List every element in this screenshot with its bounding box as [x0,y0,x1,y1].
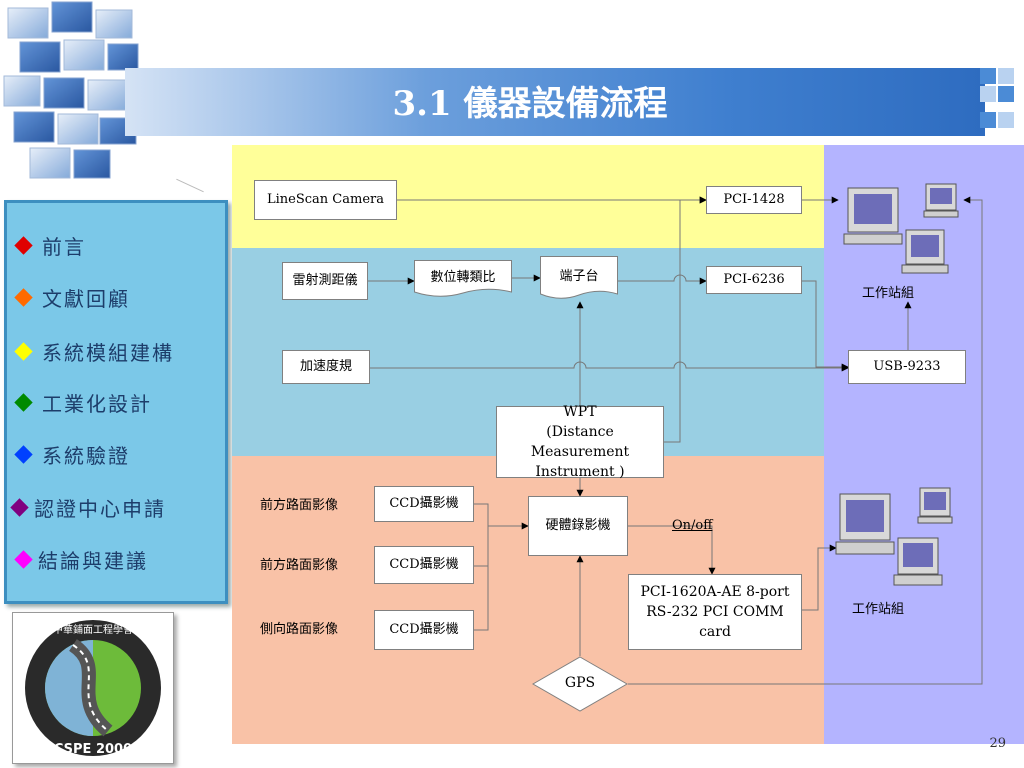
page-title: 3.1 儀器設備流程 [392,84,668,124]
workstation-group-bottom-icon [835,487,953,586]
svg-text:中華鋪面工程學會: 中華鋪面工程學會 [53,623,133,636]
sidebar-item-conclusion[interactable]: 結論與建議 [14,545,148,574]
sidebar-item-literature-review[interactable]: 文獻回顧 [14,283,130,312]
front-image-label-1: 前方路面影像 [260,498,339,513]
title-band [125,68,985,136]
workstation-group-top-icon [843,183,959,274]
workstation-group-label-top: 工作站組 [862,286,915,301]
page-number: 29 [989,736,1006,751]
hardware-recorder-box: 硬體錄影機 [528,496,628,556]
gps-label: GPS [564,675,596,691]
sidebar-item-label: 認證中心申請 [34,497,166,521]
sidebar-item-label: 文獻回顧 [42,287,130,311]
sidebar-item-system-module[interactable]: 系統模組建構 [14,337,174,366]
linescan-camera-box: LineScan Camera [254,180,397,220]
pci-6236-box: PCI-6236 [706,266,802,294]
sidebar-nav: 前言 文獻回顧 系統模組建構 工業化設計 系統驗證 認證中心申請 結論與建議 [4,200,228,604]
sidebar-item-label: 系統模組建構 [42,341,174,365]
sidebar-item-label: 前言 [42,235,86,259]
svg-text:CSPE 2000: CSPE 2000 [54,742,132,757]
sidebar-item-certification[interactable]: 認證中心申請 [10,493,166,522]
ccd-camera-box-1: CCD攝影機 [374,486,474,522]
dac-label: 數位轉類比 [430,270,496,285]
sidebar-item-system-verification[interactable]: 系統驗證 [14,440,130,469]
sidebar-item-introduction[interactable]: 前言 [14,231,86,260]
cspe-seal-icon: 中華鋪面工程學會 CSPE 2000 [25,620,161,757]
workstation-group-label-bottom: 工作站組 [852,602,905,617]
sidebar-item-industrial-design[interactable]: 工業化設計 [14,388,152,417]
ccd-camera-box-3: CCD攝影機 [374,610,474,650]
sidebar-item-label: 工業化設計 [42,392,152,416]
onoff-label: On/off [672,518,713,533]
society-logo: 中華鋪面工程學會 CSPE 2000 [12,612,174,764]
pci-1620-box: PCI-1620A-AE 8-port RS-232 PCI COMM card [628,574,802,650]
terminal-block-label: 端子台 [559,269,599,284]
ccd-camera-box-2: CCD攝影機 [374,546,474,584]
decorative-squares [980,68,1024,136]
pci-1428-box: PCI-1428 [706,186,802,214]
accelerometer-box: 加速度規 [282,350,370,384]
decorative-cubes [3,1,139,179]
usb-9233-box: USB-9233 [848,350,966,384]
wpt-box: WPT (Distance Measurement Instrument ) [496,404,664,480]
terminal-block-document-box: 端子台 [540,256,618,302]
gps-diamond: GPS [532,656,628,712]
front-image-label-2: 前方路面影像 [260,558,339,573]
sidebar-item-label: 結論與建議 [38,549,148,573]
dac-document-box: 數位轉類比 [414,260,512,300]
laser-rangefinder-box: 雷射測距儀 [282,262,368,300]
sidebar-item-label: 系統驗證 [42,444,130,468]
side-image-label: 側向路面影像 [260,622,339,637]
